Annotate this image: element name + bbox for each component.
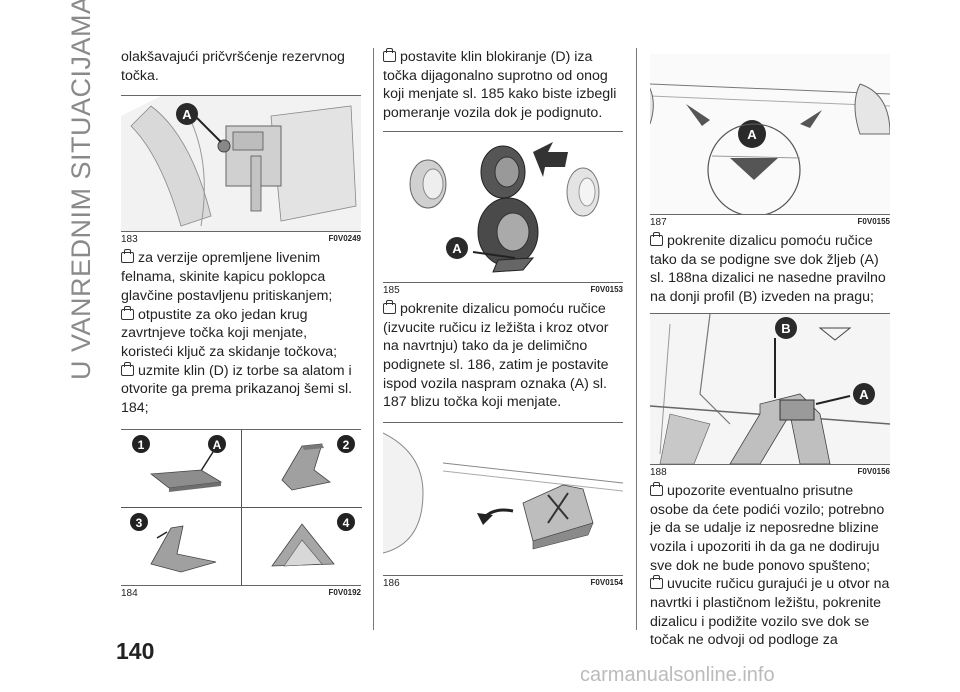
- bullet-icon: [121, 305, 134, 320]
- figure-number: 186: [383, 578, 400, 590]
- figure-number: 188: [650, 466, 667, 478]
- intro-text: olakšavajući pričvršćenje rezervnog točk…: [121, 49, 345, 84]
- bullet-text: upozorite eventualno prisutne osobe da ć…: [650, 482, 885, 574]
- bullet-text: pokrenite dizalicu pomoću ručice (izvuci…: [383, 300, 609, 411]
- figure-code: F0V0154: [590, 578, 623, 588]
- figure-188-caption: 188 F0V0156: [650, 467, 890, 478]
- bullet-item: pokrenite dizalicu pomoću ručice tako da…: [650, 232, 890, 307]
- bullet-icon: [650, 575, 663, 590]
- label-a: A: [213, 438, 222, 452]
- step-1-panel: 1 A: [121, 429, 242, 508]
- step-2-panel: 2: [242, 430, 362, 508]
- section-title-text: U VANREDNIM SITUACIJAMA: [66, 0, 96, 380]
- jack-illustration: [383, 432, 623, 554]
- bullet-text: pokrenite dizalicu pomoću ručice tako da…: [650, 233, 886, 306]
- figure-188: B A: [650, 312, 890, 465]
- step-4-panel: 4: [242, 508, 362, 585]
- figure-code: F0V0153: [590, 284, 623, 294]
- bullet-item: za verzije opremljene livenim felnama, s…: [121, 249, 361, 305]
- step-3-panel: 3: [121, 507, 242, 585]
- figure-183-caption: 183 F0V0249: [121, 234, 361, 245]
- bullet-icon: [383, 299, 396, 314]
- bullet-item: uzmite klin (D) iz torbe sa alatom i otv…: [121, 361, 361, 418]
- step-1-number: 1: [138, 438, 145, 452]
- bullet-text: uvucite ručicu gurajući je u otvor na na…: [650, 576, 890, 649]
- jack-position-illustration: A: [650, 54, 890, 214]
- step-3-number: 3: [136, 516, 143, 530]
- page-number: 140: [116, 638, 155, 664]
- bullet-icon: [121, 249, 134, 264]
- figure-184: 1 A 2 3: [121, 428, 362, 586]
- bullet-item: otpustite za oko jedan krug zavrtnjeve t…: [121, 305, 361, 362]
- figure-186-caption: 186 F0V0154: [383, 578, 623, 589]
- step-2-number: 2: [343, 438, 350, 452]
- label-b: B: [781, 321, 790, 336]
- bullet-text: otpustite za oko jedan krug zavrtnjeve t…: [121, 306, 338, 360]
- bullet-text: uzmite klin (D) iz torbe sa alatom i otv…: [121, 362, 353, 417]
- label-a: A: [182, 107, 192, 122]
- figure-number: 184: [121, 587, 138, 599]
- bullet-icon: [650, 481, 663, 496]
- figure-code: F0V0192: [328, 587, 361, 597]
- section-title: U VANREDNIM SITUACIJAMA: [66, 0, 106, 380]
- bullet-item: uvucite ručicu gurajući je u otvor na na…: [650, 575, 890, 650]
- column-3: A 187 F0V0155 pokrenite dizalicu pomoću r…: [650, 48, 890, 650]
- figure-number: 187: [650, 217, 667, 228]
- bullet-icon: [650, 232, 663, 246]
- figure-code: F0V0155: [857, 217, 890, 226]
- figure-number: 185: [383, 284, 400, 296]
- figure-code: F0V0156: [857, 466, 890, 476]
- bullet-item: upozorite eventualno prisutne osobe da ć…: [650, 481, 890, 576]
- figure-185-caption: 185 F0V0153: [383, 285, 623, 296]
- figure-185: A: [383, 130, 623, 283]
- column-1: olakšavajući pričvršćenje rezervnog točk…: [121, 48, 362, 603]
- bullet-text: za verzije opremljene livenim felnama, s…: [121, 250, 333, 304]
- column-divider: [636, 48, 637, 630]
- bullet-item: pokrenite dizalicu pomoću ručice (izvuci…: [383, 299, 623, 412]
- bullet-icon: [121, 361, 134, 376]
- figure-code: F0V0249: [328, 234, 361, 244]
- wheel-chock-illustration: A: [409, 141, 600, 273]
- label-a-marker: [176, 103, 198, 126]
- watermark: carmanualsonline.info: [580, 664, 775, 686]
- figure-number: 183: [121, 234, 138, 246]
- column-divider: [373, 48, 374, 630]
- figure-183: A: [121, 95, 361, 233]
- figure-184-caption: 184 F0V0192: [121, 588, 361, 599]
- figure-187-caption: 187 F0V0155: [650, 217, 890, 228]
- figure-187: A: [650, 54, 890, 215]
- jack-groove-illustration: B A: [650, 313, 890, 464]
- spare-wheel-illustration: A: [121, 96, 361, 232]
- label-a: A: [452, 241, 462, 256]
- bullet-icon: [383, 48, 396, 62]
- column-2: postavite klin blokiranje (D) iza točka …: [383, 48, 623, 593]
- figure-186: [383, 422, 623, 577]
- bullet-text: postavite klin blokiranje (D) iza točka …: [383, 49, 617, 122]
- step-4-number: 4: [343, 516, 350, 530]
- label-a: A: [859, 387, 869, 402]
- bullet-item: postavite klin blokiranje (D) iza točka …: [383, 48, 623, 123]
- label-a: A: [747, 127, 757, 142]
